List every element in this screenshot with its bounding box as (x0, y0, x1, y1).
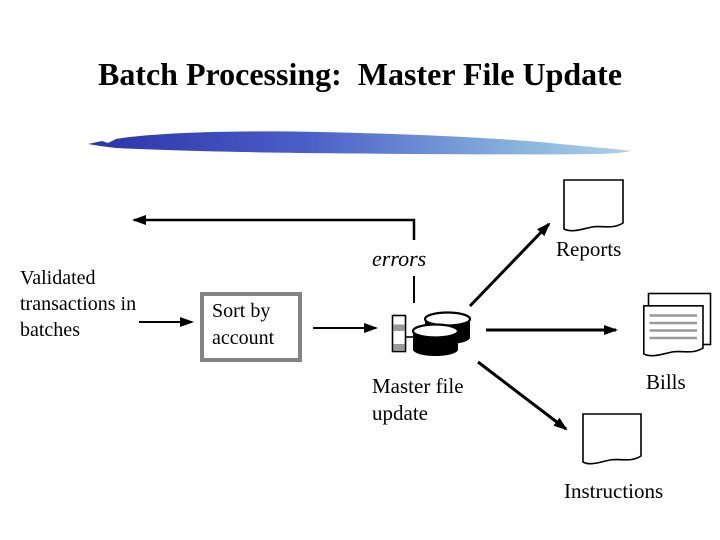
errors-label: errors (372, 246, 427, 271)
reports-label: Reports (556, 237, 622, 261)
masterfile-to-instructions-arrow (477, 360, 568, 431)
masterfile-to-reports-arrow (468, 222, 551, 308)
bills-documents-icon (643, 292, 712, 357)
bills-label: Bills (646, 370, 686, 394)
batch-data-card-icon (391, 314, 414, 353)
sort-by-account-box: Sort by account (200, 292, 302, 362)
errors-feedback-arrow (132, 215, 416, 240)
slide-title: Batch Processing: Master File Update (97, 56, 623, 92)
bill-text-lines (649, 314, 697, 340)
instructions-label: Instructions (564, 479, 664, 503)
validated-input-label: Validated transactions in batches (20, 267, 137, 341)
reports-document-icon (563, 179, 624, 232)
divider-swoosh-graphic (88, 131, 632, 155)
swoosh-brush-shape (88, 131, 632, 155)
instructions-document-icon (582, 413, 642, 465)
master-file-update-label: Master file update (372, 374, 464, 425)
database-cylinders-icon (411, 311, 472, 356)
